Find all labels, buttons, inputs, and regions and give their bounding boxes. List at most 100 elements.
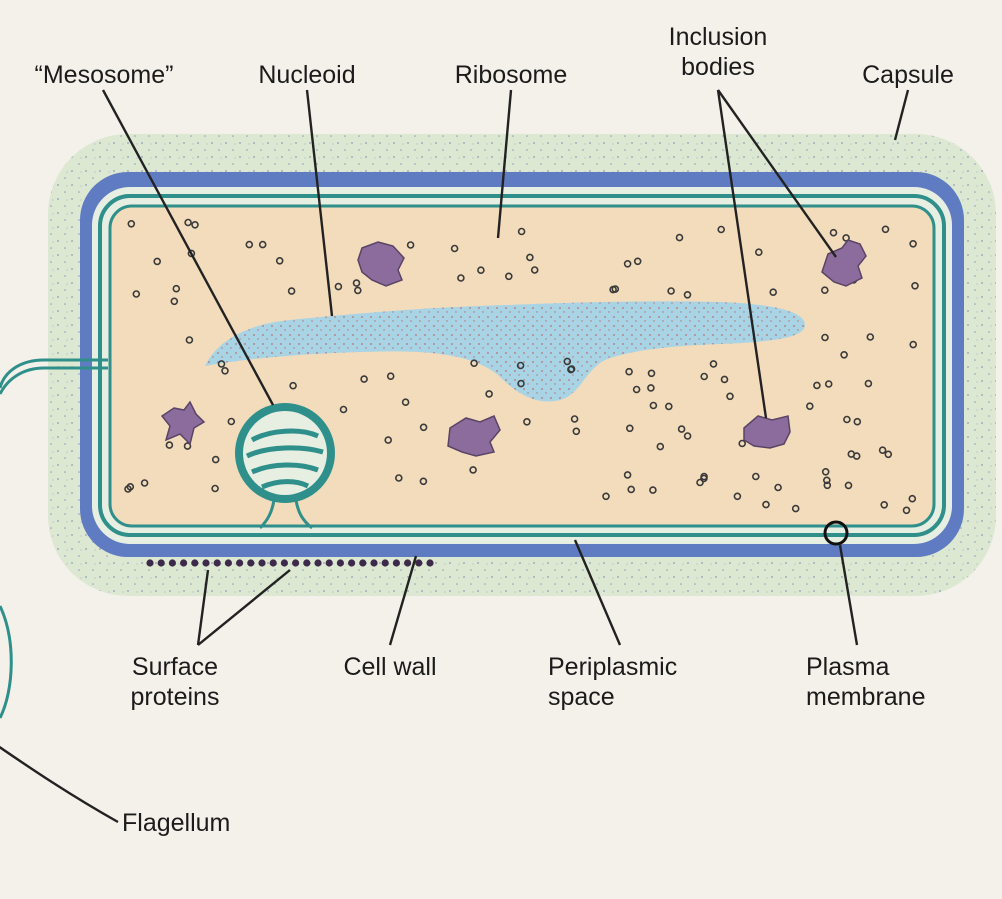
surface-protein xyxy=(392,559,400,567)
ribosome xyxy=(754,248,763,256)
ribosome xyxy=(822,476,831,485)
ribosome xyxy=(791,504,800,513)
label-cell-wall: Cell wall xyxy=(343,653,437,681)
ribosome xyxy=(623,471,632,479)
surface-protein xyxy=(359,559,367,567)
membrane-callout-circle xyxy=(823,520,849,546)
ribosome xyxy=(227,417,236,426)
ribosome xyxy=(275,256,284,265)
ribosome xyxy=(360,375,368,383)
ribosome xyxy=(647,384,655,392)
ribosome xyxy=(132,290,141,298)
leader-surface-b xyxy=(197,569,291,646)
label-mesosome: “Mesosome” xyxy=(34,61,174,89)
leader-mesosome xyxy=(101,89,275,406)
ribosome xyxy=(517,379,525,388)
ribosome xyxy=(245,240,254,249)
ribosome xyxy=(334,282,343,291)
surface-protein xyxy=(426,559,434,567)
ribosome xyxy=(625,424,634,433)
surface-protein xyxy=(303,559,311,567)
ribosome xyxy=(720,375,729,384)
ribosome xyxy=(853,417,862,426)
ribosome xyxy=(394,474,403,482)
surface-protein xyxy=(146,559,154,567)
ribosome xyxy=(667,287,675,295)
ribosome xyxy=(675,233,684,242)
ribosome xyxy=(611,285,620,293)
label-periplasmic-space: Periplasmic space xyxy=(548,653,678,711)
surface-protein xyxy=(381,559,389,567)
label-surface-proteins: Surface proteins xyxy=(130,653,220,711)
ribosome xyxy=(683,432,692,440)
ribosome xyxy=(165,441,174,449)
leader-lines xyxy=(0,89,910,824)
ribosome xyxy=(878,446,887,455)
label-nucleoid: Nucleoid xyxy=(258,61,356,89)
ribosome xyxy=(884,450,893,459)
ribosome xyxy=(258,240,267,249)
ribosome xyxy=(623,259,632,268)
ribosome xyxy=(774,483,782,492)
ribosome xyxy=(602,492,610,501)
surface-protein xyxy=(348,559,356,567)
ribosome xyxy=(126,482,135,491)
ribosome xyxy=(384,436,393,444)
ribosome xyxy=(864,379,873,388)
surface-protein xyxy=(168,559,176,567)
surface-proteins xyxy=(146,559,434,567)
label-capsule: Capsule xyxy=(862,61,954,89)
ribosome xyxy=(908,494,917,503)
ribosome xyxy=(211,455,220,464)
surface-protein xyxy=(180,559,188,567)
ribosome xyxy=(530,266,539,274)
ribosome xyxy=(656,442,665,451)
leader-inclusion-a xyxy=(717,89,837,258)
leader-periplasmic xyxy=(573,539,622,646)
leader-inclusion-b xyxy=(716,89,768,419)
nucleoid xyxy=(205,301,805,402)
ribosome xyxy=(352,279,361,287)
surface-protein xyxy=(213,559,221,567)
label-plasma-membrane: Plasma membrane xyxy=(806,653,926,711)
ribosome xyxy=(140,479,149,487)
leader-plasma xyxy=(838,544,859,646)
leader-cell-wall xyxy=(388,555,418,646)
ribosome xyxy=(909,340,918,349)
ribosome xyxy=(221,366,229,375)
ribosome xyxy=(187,249,196,258)
ribosome xyxy=(170,297,179,306)
surface-protein xyxy=(415,559,423,567)
ribosome xyxy=(847,450,856,458)
ribosome xyxy=(633,257,642,266)
ribosome xyxy=(419,423,428,432)
ribosome xyxy=(843,415,851,424)
ribosome xyxy=(823,481,832,490)
ribosome xyxy=(649,486,657,494)
leader-capsule xyxy=(893,89,910,141)
ribosome xyxy=(820,286,829,295)
ribosome xyxy=(866,333,875,341)
ribosome xyxy=(824,380,833,388)
surface-protein xyxy=(292,559,300,567)
ribosome xyxy=(700,474,708,483)
ribosome xyxy=(353,286,362,295)
ribosome xyxy=(762,500,770,509)
flagellum xyxy=(0,358,108,719)
ribosome xyxy=(477,266,485,275)
ribosome xyxy=(172,284,181,293)
ribosome xyxy=(700,372,709,381)
leader-ribosome xyxy=(496,89,513,239)
ribosome xyxy=(153,257,161,266)
ribosome xyxy=(386,372,395,381)
surface-protein xyxy=(224,559,232,567)
ribosome xyxy=(504,272,513,281)
surface-protein xyxy=(404,559,412,567)
leader-nucleoid xyxy=(305,89,334,317)
surface-protein xyxy=(258,559,266,567)
ribosome xyxy=(457,274,465,282)
ribosome xyxy=(821,467,830,476)
ribosome xyxy=(217,360,226,368)
inclusion-body xyxy=(357,241,405,287)
